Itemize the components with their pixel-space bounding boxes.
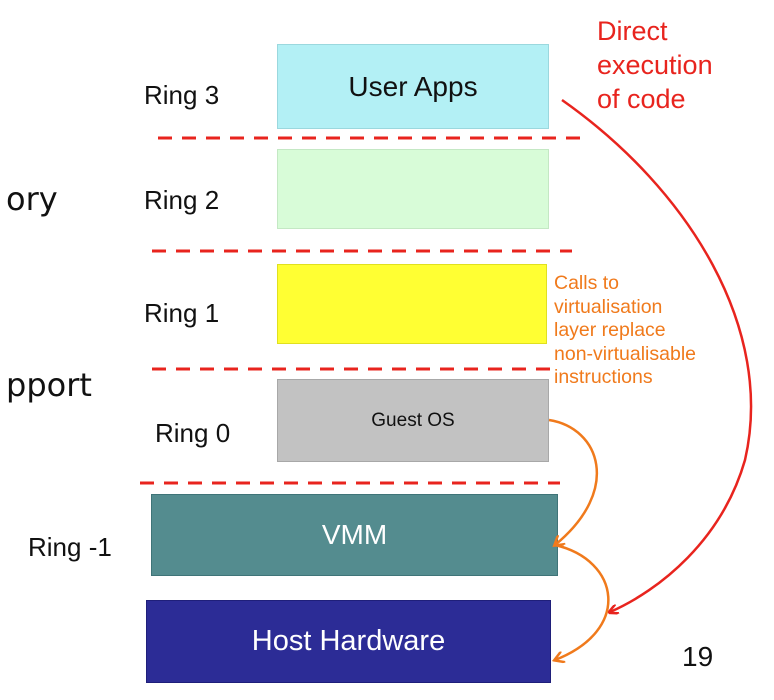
user-apps-label: User Apps bbox=[348, 70, 478, 102]
vmm-label: VMM bbox=[321, 519, 388, 550]
guest-os-label: Guest OS bbox=[371, 409, 455, 431]
calls-line-4: non-virtualisable bbox=[554, 342, 696, 365]
calls-line-3: layer replace bbox=[554, 319, 666, 341]
ring-minus-1-label: Ring -1 bbox=[28, 532, 112, 562]
calls-note: Calls to virtualisation layer replace no… bbox=[554, 272, 696, 390]
calls-line-1: Calls to bbox=[554, 272, 620, 294]
direct-execution-line-2: execution bbox=[597, 50, 713, 80]
page-number: 19 bbox=[682, 641, 714, 672]
host-hardware-box: Host Hardware bbox=[146, 600, 551, 683]
vmm-to-hardware-arrow bbox=[555, 543, 610, 660]
guest-os-box: Guest OS bbox=[277, 379, 549, 462]
ring-2-label: Ring 2 bbox=[144, 185, 220, 215]
calls-line-2: virtualisation bbox=[554, 295, 663, 318]
direct-execution-line-1: Direct bbox=[597, 16, 668, 46]
vmm-box: VMM bbox=[151, 494, 558, 576]
direct-execution-line-3: of code bbox=[597, 84, 686, 114]
ring-2-box bbox=[277, 149, 549, 229]
ring-1-label: Ring 1 bbox=[144, 298, 220, 328]
host-hardware-label: Host Hardware bbox=[251, 625, 446, 657]
cut-text-ory: ory bbox=[6, 180, 58, 218]
calls-line-5: instructions bbox=[554, 366, 653, 388]
ring-1-box bbox=[277, 264, 547, 344]
cut-text-pport: pport bbox=[6, 366, 92, 404]
direct-execution-note: Direct execution of code bbox=[597, 14, 713, 116]
ring-0-label: Ring 0 bbox=[155, 418, 231, 448]
guest-os-to-vmm-arrow bbox=[548, 418, 599, 545]
user-apps-box: User Apps bbox=[277, 44, 549, 129]
ring-3-label: Ring 3 bbox=[144, 80, 220, 110]
direct-execution-arrow bbox=[561, 98, 753, 612]
